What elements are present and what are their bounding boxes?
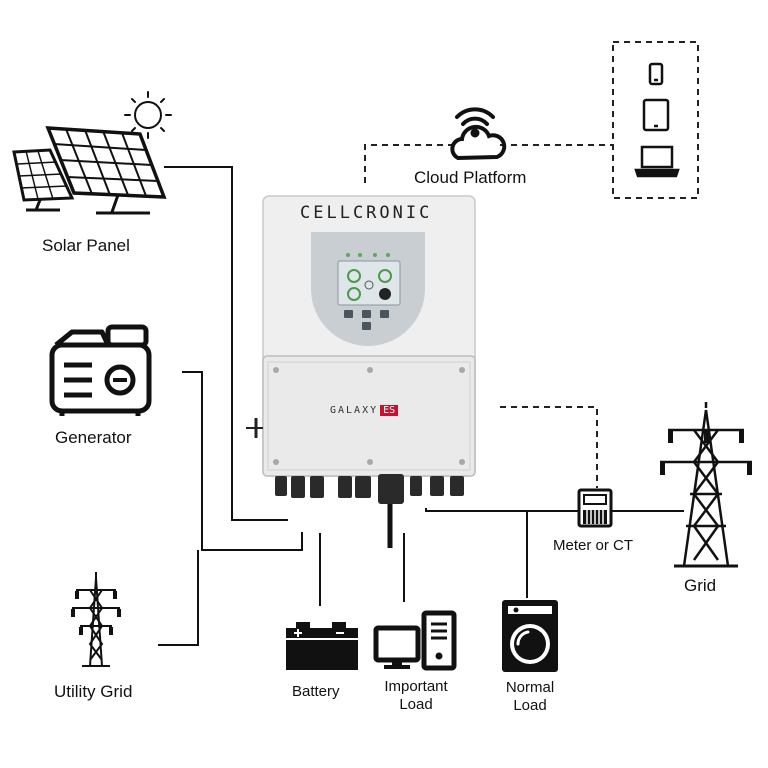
solar-panel-label: Solar Panel — [42, 236, 130, 255]
phone-icon — [648, 62, 664, 86]
important-load-label: Important Load — [378, 678, 454, 714]
cable-glands — [275, 474, 464, 504]
inverter-to-meter — [500, 406, 598, 488]
washing-machine-icon — [502, 600, 558, 672]
normal-load-label-line2: Load — [513, 697, 547, 714]
transmission-tower-icon — [660, 402, 752, 568]
grid-label: Grid — [684, 576, 717, 595]
computer-icon — [373, 610, 457, 671]
important-load-label-line1: Important — [384, 678, 448, 695]
sun-icon — [124, 91, 172, 139]
inverter-brand: CELLCRONIC — [300, 203, 433, 223]
utility-grid-line — [158, 550, 199, 646]
meter-icon — [577, 488, 613, 528]
normal-load-line — [425, 508, 580, 512]
transmission-tower-icon — [71, 572, 121, 667]
generator-icon — [49, 324, 152, 416]
cloud-to-inverter — [364, 144, 452, 183]
battery-icon — [286, 622, 358, 670]
battery-label: Battery — [292, 683, 340, 700]
important-load-label-line2: Load — [399, 696, 433, 713]
normal-load-label: Normal Load — [496, 679, 564, 715]
cloud-wifi-icon — [450, 107, 507, 161]
utility-grid-label: Utility Grid — [54, 682, 133, 701]
solar-line — [164, 166, 288, 521]
laptop-icon — [634, 145, 680, 178]
generator-line — [182, 371, 303, 551]
inverter — [246, 195, 476, 504]
display-panel — [311, 232, 425, 346]
connection-lines — [158, 166, 684, 646]
cloud-platform-label: Cloud Platform — [414, 168, 527, 187]
inverter-model-name: GALAXY — [330, 405, 379, 416]
normal-load-label-line1: Normal — [505, 679, 555, 696]
generator-label: Generator — [55, 428, 132, 447]
solar-panel-icon — [12, 126, 167, 215]
inverter-model-tag: ES — [380, 405, 399, 416]
meter-label: Meter or CT — [553, 537, 634, 554]
tablet-icon — [642, 98, 670, 132]
communication-lines — [364, 41, 699, 488]
